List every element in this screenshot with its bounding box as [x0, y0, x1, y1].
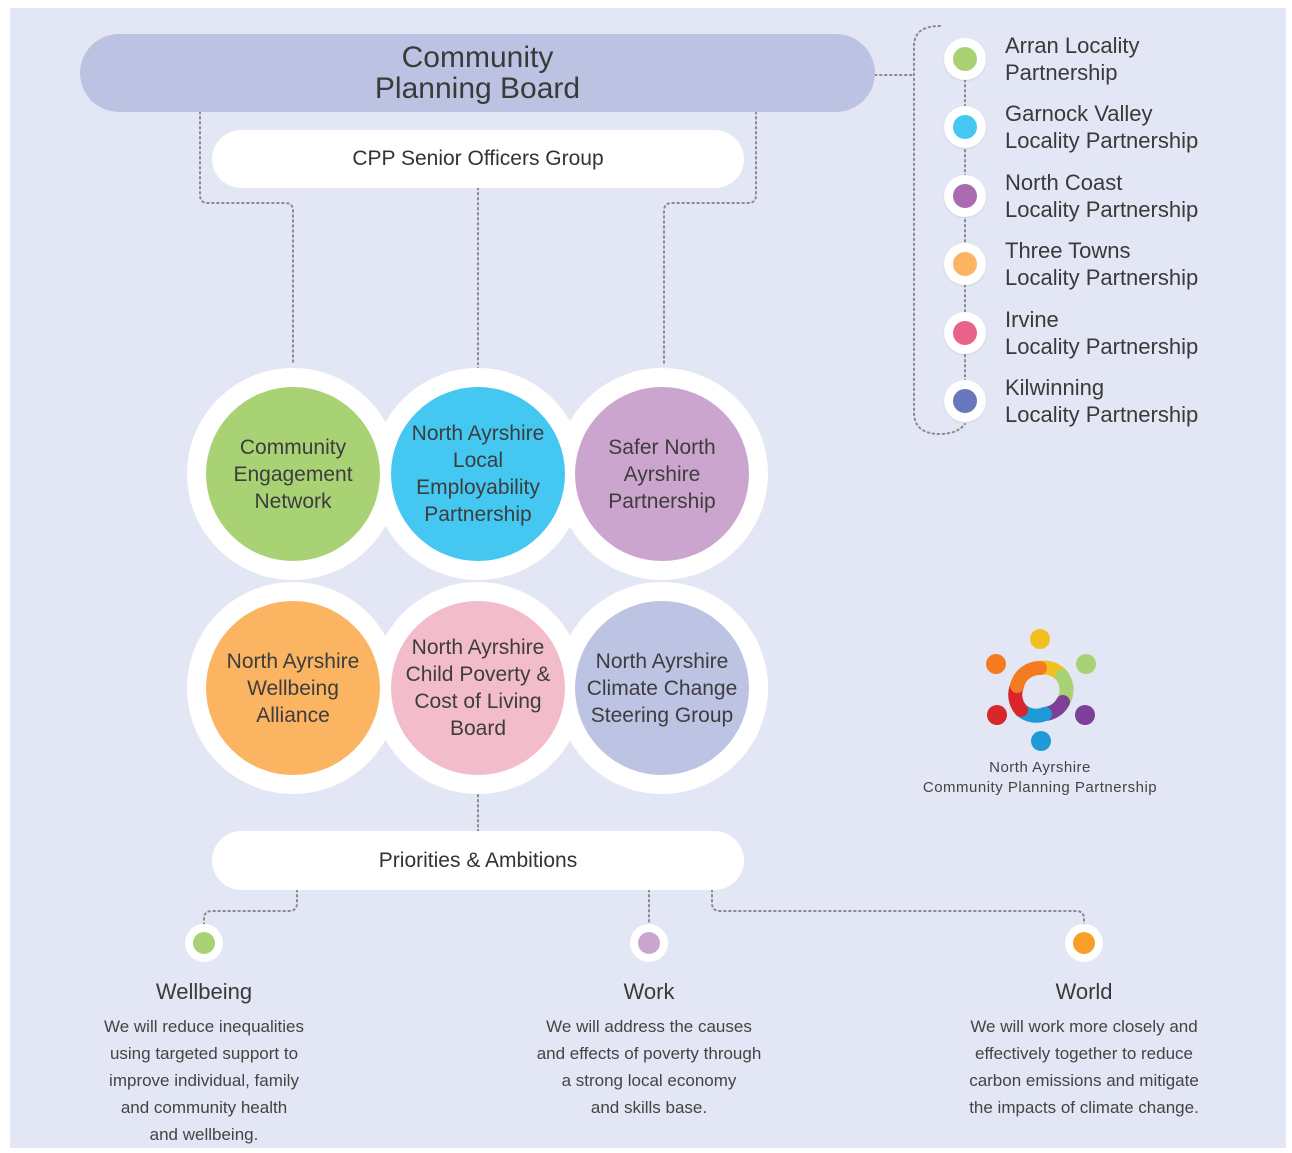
locality-dot-icon: [944, 38, 986, 80]
senior-officers-group: CPP Senior Officers Group: [212, 130, 744, 188]
priority-title: World: [1055, 979, 1113, 1004]
locality-label-line: Arran Locality: [1005, 33, 1140, 58]
priority-title: Wellbeing: [155, 979, 253, 1004]
priority-description-line: and wellbeing.: [149, 1125, 259, 1144]
locality-dot-icon: [944, 106, 986, 148]
priority-description-line: a strong local economy: [561, 1071, 737, 1090]
priority-description-line: and community health: [120, 1098, 288, 1117]
partnership-label-line: Child Poverty &: [405, 663, 551, 686]
priority-color-dot: [1073, 932, 1095, 954]
locality-dot-icon: [944, 312, 986, 354]
locality-color-dot: [953, 252, 977, 276]
priorities-ambitions: Priorities & Ambitions: [212, 831, 744, 890]
locality-label-line: Locality Partnership: [1005, 197, 1199, 222]
locality-label-line: Locality Partnership: [1005, 402, 1199, 427]
priority-description-line: improve individual, family: [109, 1071, 299, 1090]
partnership-label-line: Community: [239, 435, 347, 459]
locality-color-dot: [953, 321, 977, 345]
partnership-label-line: Climate Change: [586, 676, 738, 700]
priority-color-dot: [638, 932, 660, 954]
partnership-label-line: Steering Group: [590, 703, 734, 727]
locality-color-dot: [953, 184, 977, 208]
partnership-label-line: Cost of Living: [414, 690, 542, 713]
locality-label-line: Partnership: [1005, 60, 1118, 85]
partnership-label-line: Local: [452, 449, 504, 472]
partnership-label-line: North Ayrshire: [411, 422, 545, 445]
priority-description-line: We will work more closely and: [970, 1017, 1198, 1036]
priority-description-line: and skills base.: [590, 1098, 708, 1117]
locality-label-line: Garnock Valley: [1005, 101, 1153, 126]
locality-label-line: Locality Partnership: [1005, 265, 1199, 290]
priority-description-line: We will reduce inequalities: [103, 1017, 304, 1036]
priority-color-dot: [193, 932, 215, 954]
partnership-label-line: North Ayrshire: [595, 649, 729, 673]
partnership-label-line: Wellbeing: [247, 676, 339, 700]
priority-description-line: effectively together to reduce: [975, 1044, 1193, 1063]
cpp-logo-icon: [986, 629, 1096, 751]
partnership-label-line: Safer North: [608, 435, 716, 459]
locality-color-dot: [953, 115, 977, 139]
partnership-label-line: Network: [254, 489, 332, 513]
cpp-logo-text: North Ayrshire Community Planning Partne…: [880, 758, 1200, 798]
locality-label-line: North Coast: [1005, 170, 1123, 195]
priority-description: We will work more closely and effectively…: [934, 1013, 1234, 1121]
partnership-label-line: Alliance: [256, 703, 330, 727]
community-planning-board: Community Planning Board: [80, 34, 875, 112]
partnership-label-line: Partnership: [424, 503, 532, 526]
locality-label-line: Locality Partnership: [1005, 334, 1199, 359]
locality-color-dot: [953, 47, 977, 71]
priority-description-line: We will address the causes: [546, 1017, 752, 1036]
board-title-line1: Community: [401, 41, 554, 74]
partnership-label-line: North Ayrshire: [226, 649, 360, 673]
partnership-label-line: Engagement: [233, 462, 353, 486]
board-title-line2: Planning Board: [374, 72, 581, 105]
priority-dot-icon: [1065, 924, 1103, 962]
priority-dot-icon: [185, 924, 223, 962]
locality-label-line: Kilwinning: [1005, 375, 1105, 400]
priority-description: We will reduce inequalities using targete…: [54, 1013, 354, 1148]
locality-label-line: Locality Partnership: [1005, 128, 1199, 153]
locality-color-dot: [953, 389, 977, 413]
logo-line1: North Ayrshire: [989, 759, 1091, 776]
logo-line2: Community Planning Partnership: [922, 779, 1158, 796]
locality-label-line: Irvine: [1005, 307, 1059, 332]
priority-title: Work: [623, 979, 675, 1004]
partnership-label-line: Employability: [416, 476, 540, 499]
locality-label-line: Three Towns: [1005, 238, 1131, 263]
partnership-label-line: Ayrshire: [623, 462, 701, 486]
locality-dot-icon: [944, 175, 986, 217]
partnership-label-line: North Ayrshire: [411, 636, 545, 659]
partnership-label-line: Board: [449, 717, 507, 740]
priority-description-line: using targeted support to: [109, 1044, 299, 1063]
priority-description-line: and effects of poverty through: [536, 1044, 762, 1063]
locality-dot-icon: [944, 243, 986, 285]
priority-dot-icon: [630, 924, 668, 962]
priority-description-line: the impacts of climate change.: [969, 1098, 1199, 1117]
partnership-label-line: Partnership: [608, 489, 716, 513]
locality-dot-icon: [944, 380, 986, 422]
priority-description: We will address the causes and effects of…: [499, 1013, 799, 1121]
priority-description-line: carbon emissions and mitigate: [969, 1071, 1199, 1090]
